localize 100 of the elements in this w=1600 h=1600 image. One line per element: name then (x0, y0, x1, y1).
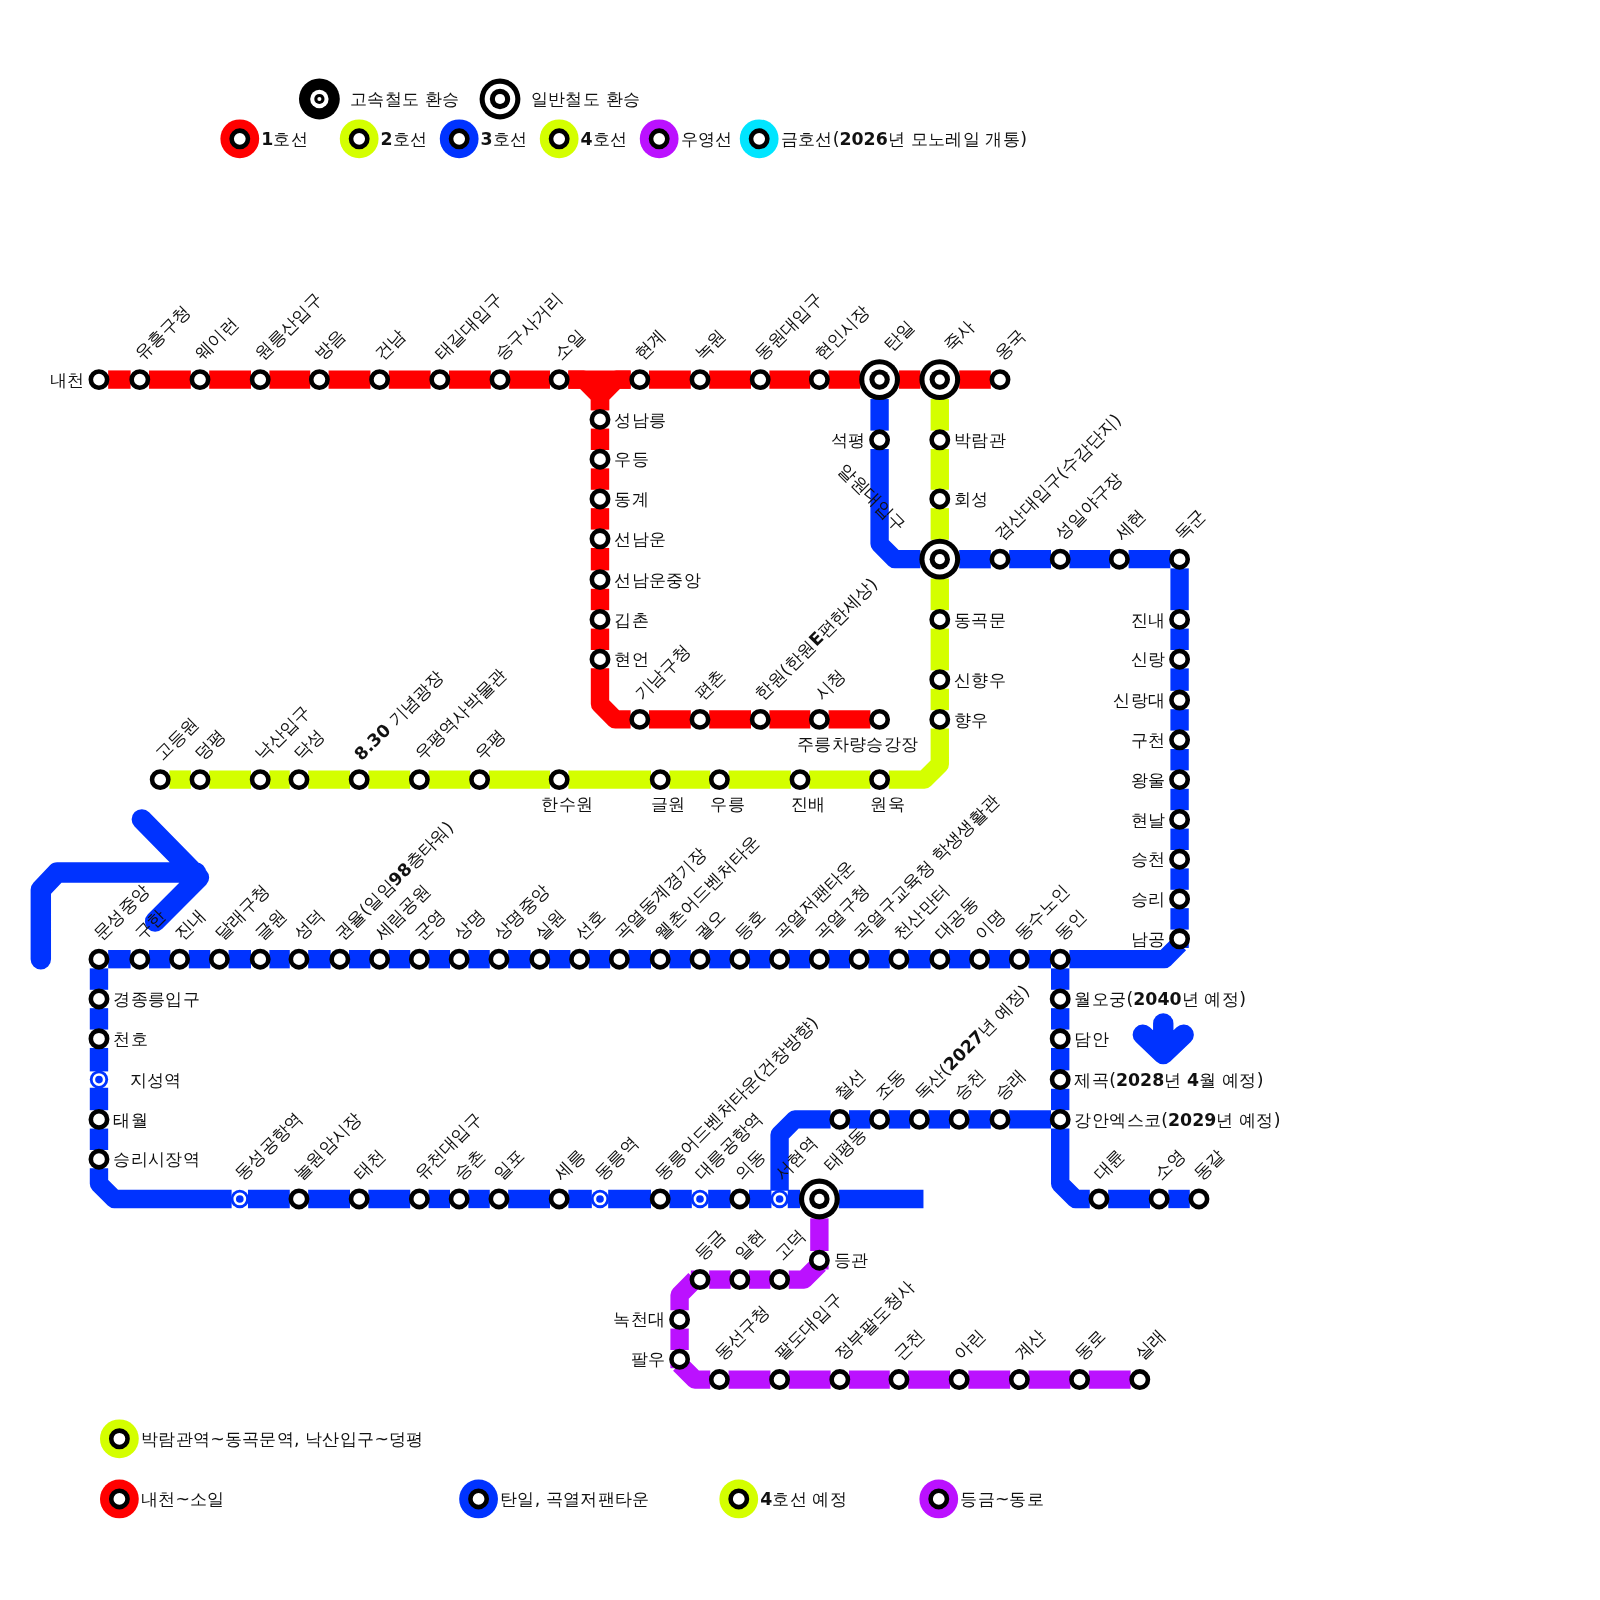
station-name: 지성역 (129, 1069, 182, 1090)
metro-line (508, 1189, 550, 1209)
metro-line (590, 428, 610, 450)
metro-line (488, 770, 550, 789)
metro-line (509, 370, 550, 389)
metro-line (588, 950, 611, 969)
legend-label: 고속철도 환승 (350, 88, 460, 110)
station-name: 죽사 (939, 316, 979, 356)
station-name: 동로 (1070, 1325, 1110, 1365)
metro-line (590, 628, 610, 650)
metro-line (108, 950, 131, 969)
station-name: 왕울 (1130, 769, 1166, 790)
legend-label: 4호선 (580, 128, 628, 149)
station-name: 독군 (1170, 504, 1210, 544)
metro-line (769, 710, 811, 729)
legend-label: 1호선 (261, 128, 308, 149)
metro-line (928, 1110, 950, 1129)
station-name: 회성 (954, 488, 989, 510)
legend-label: 등금~동로 (960, 1488, 1045, 1510)
metro-line (247, 1189, 290, 1209)
station-name: 시청 (810, 665, 849, 705)
station-name: 내천 (50, 369, 85, 390)
metro-line (1170, 788, 1189, 811)
metro-line (1051, 1047, 1070, 1071)
metro-line (870, 399, 889, 431)
station-name: 대륜 (1089, 1144, 1129, 1184)
metro-line (848, 1110, 871, 1129)
station-name: 글원 (651, 793, 686, 815)
metro-line (1170, 709, 1189, 731)
metro-line (308, 1189, 350, 1209)
station-name: 경종릉입구 (113, 988, 200, 1010)
metro-line (549, 950, 571, 969)
metro-line (89, 1128, 109, 1150)
metro-line (848, 1370, 890, 1389)
metro-line (930, 508, 949, 540)
metro-line (1051, 1128, 1090, 1209)
metro-line (709, 710, 751, 729)
metro-line (1028, 1370, 1071, 1389)
metro-line (149, 370, 191, 389)
metro-line (968, 1110, 991, 1129)
station-name: 천호 (113, 1028, 148, 1049)
metro-line (769, 370, 811, 389)
metro-line (388, 370, 431, 389)
metro-line (788, 1370, 831, 1389)
station-name: 성남릉 (614, 409, 667, 430)
station-name: 조동 (870, 1065, 910, 1105)
metro-line (1108, 1189, 1150, 1209)
metro-line (908, 950, 931, 969)
metro-line (948, 950, 971, 969)
station-name: 원욱 (870, 793, 906, 815)
metro-line (709, 370, 751, 389)
metro-line (1170, 908, 1189, 930)
station-name: 진내 (170, 904, 210, 944)
metro-line (590, 468, 610, 490)
station-name: 일포 (489, 1144, 529, 1184)
metro-line (89, 968, 109, 990)
metro-line (449, 370, 491, 389)
metro-line (1088, 1370, 1131, 1389)
metro-line (748, 1189, 772, 1209)
station-name: 우등 (614, 449, 649, 470)
metro-line (1170, 828, 1189, 850)
metro-line (810, 1218, 829, 1251)
station-name: 상명 (449, 904, 489, 944)
metro-line (1128, 550, 1171, 569)
legend-label: 박람관역~동곡문역, 낙산입구~덩평 (140, 1428, 424, 1449)
metro-line (269, 950, 290, 969)
station-name: 진내 (1130, 609, 1166, 630)
station-name: 향우 (954, 709, 989, 730)
metro-line (169, 770, 191, 789)
metro-line (108, 370, 131, 389)
metro-line (788, 950, 811, 969)
metro-line (608, 1189, 651, 1209)
station-name: 편촌 (690, 665, 730, 705)
metro-line (590, 547, 610, 571)
metro-line (669, 770, 711, 789)
station-name: 일현 (730, 1225, 770, 1265)
metro-line (269, 370, 311, 389)
metro-line (388, 950, 411, 969)
metro-line (428, 950, 450, 969)
metro-line (89, 1087, 109, 1111)
metro-line (828, 370, 861, 389)
metro-line (898, 370, 921, 389)
station-name: 주릉차량승강장 (796, 733, 919, 755)
metro-line (1170, 628, 1189, 650)
metro-line (709, 1270, 731, 1289)
metro-line (590, 668, 631, 729)
station-name: 한수원 (541, 793, 594, 815)
metro-line (930, 449, 949, 490)
metro-line (809, 770, 871, 789)
metro-line (590, 508, 610, 530)
station-name: 제곡(2028년 4월 예정) (1074, 1069, 1264, 1090)
metro-line (1028, 950, 1051, 969)
station-name: 성덕 (289, 904, 329, 944)
station-name: 동곡문 (954, 609, 1007, 630)
metro-line (368, 770, 411, 789)
metro-line (728, 1370, 771, 1389)
metro-line (1051, 968, 1070, 990)
metro-line (269, 770, 290, 789)
station-name: 승리시장역 (113, 1148, 200, 1170)
metro-line (959, 370, 991, 389)
